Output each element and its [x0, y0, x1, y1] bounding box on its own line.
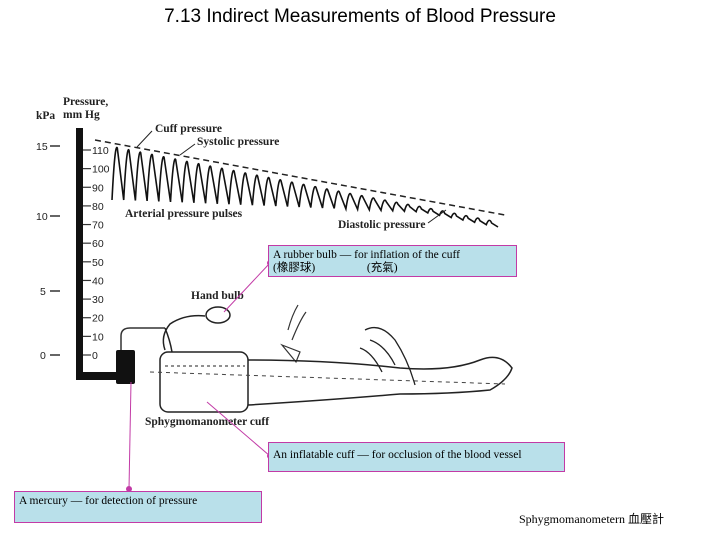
mmhg-tick-label: 60: [92, 238, 104, 250]
mmhg-tick-label: 70: [92, 220, 104, 232]
mercury-callout: A mercury — for detection of pressure: [14, 491, 262, 523]
mmhg-tick-label: 10: [92, 331, 104, 343]
mmhg-tick-label: 90: [92, 182, 104, 194]
mmhg-tick-label: 0: [92, 350, 98, 362]
mmhg-tick-label: 40: [92, 275, 104, 287]
mmhg-tick-label: 80: [92, 201, 104, 213]
kpa-tick-label: 10: [36, 211, 48, 223]
hand-bulb-label: Hand bulb: [191, 290, 244, 302]
rubber-bulb-callout-line2: (橡膠球) (充氣): [273, 262, 398, 274]
kpa-tick-label: 0: [40, 350, 46, 362]
inflatable-cuff-callout-text: An inflatable cuff — for occlusion of th…: [273, 449, 522, 461]
stethoscope-icon: [280, 304, 307, 364]
kpa-axis: 15 10 5 0: [36, 141, 60, 362]
arterial-pressure-pulses: [111, 146, 499, 228]
page-title: 7.13 Indirect Measurements of Blood Pres…: [164, 6, 556, 27]
mmhg-tick-label: 20: [92, 313, 104, 325]
mmhg-tick-label: 50: [92, 257, 104, 269]
systolic-pressure-label: Systolic pressure: [197, 136, 279, 148]
rubber-bulb-callout: A rubber bulb — for inflation of the cuf…: [268, 245, 517, 277]
diastolic-pressure-label: Diastolic pressure: [338, 219, 425, 231]
mercury-reservoir: [116, 350, 135, 384]
mmhg-tick-label: 110: [92, 145, 109, 157]
footer-caption: Sphygmomanometern 血壓計: [519, 512, 664, 526]
sphygmomanometer-cuff: [159, 351, 249, 413]
pressure-axis-unit: mm Hg: [63, 109, 100, 121]
kpa-axis-label: kPa: [36, 110, 55, 122]
mmhg-tick-label: 100: [92, 164, 110, 176]
callout-leaders: [126, 260, 273, 492]
mercury-column: [76, 128, 83, 380]
cuff-label: Sphygmomanometer cuff: [145, 416, 269, 428]
kpa-tick-label: 5: [40, 286, 46, 298]
pressure-axis-header: Pressure,: [63, 96, 108, 108]
rubber-bulb-callout-line1: A rubber bulb — for inflation of the cuf…: [273, 249, 460, 261]
hand-bulb: [162, 306, 231, 353]
mercury-callout-text: A mercury — for detection of pressure: [19, 495, 198, 507]
cuff-pressure-label: Cuff pressure: [155, 123, 222, 135]
mmhg-tick-label: 30: [92, 294, 104, 306]
kpa-tick-label: 15: [36, 141, 48, 153]
inflatable-cuff-callout: An inflatable cuff — for occlusion of th…: [268, 442, 565, 472]
arterial-pulses-label: Arterial pressure pulses: [125, 208, 243, 220]
arm-with-cuff: [149, 326, 513, 413]
